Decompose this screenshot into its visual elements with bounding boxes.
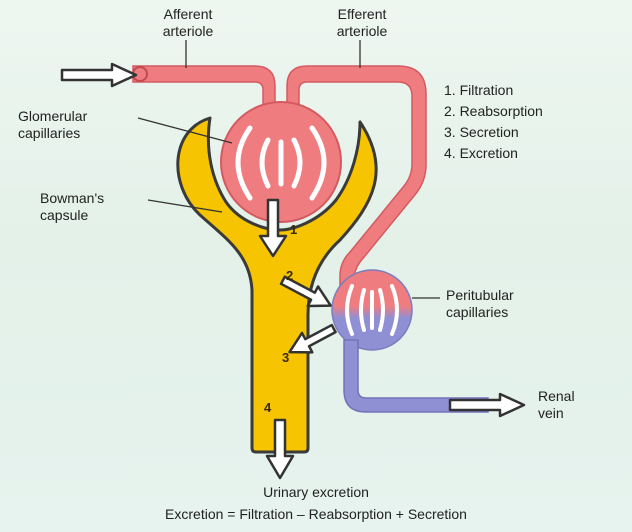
peritubular-label-line1: Peritubular (446, 287, 514, 304)
step-number-4: 4 (264, 400, 271, 415)
efferent-label-line1: Efferent (322, 6, 402, 23)
afferent-arteriole-label: Afferent arteriole (148, 6, 228, 40)
step-number-1: 1 (290, 222, 297, 237)
step-number-3: 3 (282, 350, 289, 365)
efferent-label-line2: arteriole (322, 23, 402, 40)
afferent-inflow-arrow (62, 64, 136, 86)
renal-vein-label: Renal vein (538, 388, 575, 422)
afferent-label-line2: arteriole (148, 23, 228, 40)
glomerular-label-line1: Glomerular (18, 108, 87, 125)
peritubular-label-line2: capillaries (446, 304, 514, 321)
process-item-excretion: 4. Excretion (444, 143, 543, 164)
renal-label-line1: Renal (538, 388, 575, 405)
step-number-2: 2 (286, 268, 293, 283)
peritubular-capillaries-label: Peritubular capillaries (446, 287, 514, 321)
process-item-filtration: 1. Filtration (444, 80, 543, 101)
bowman-label-line2: capsule (40, 207, 104, 224)
bowmans-capsule-label: Bowman's capsule (40, 190, 104, 224)
efferent-arteriole-label: Efferent arteriole (322, 6, 402, 40)
process-list: 1. Filtration 2. Reabsorption 3. Secreti… (444, 80, 543, 164)
excretion-equation: Excretion = Filtration – Reabsorption + … (0, 506, 632, 523)
process-item-secretion: 3. Secretion (444, 122, 543, 143)
renal-label-line2: vein (538, 405, 575, 422)
glomerular-label-line2: capillaries (18, 125, 87, 142)
glomerular-capillaries-label: Glomerular capillaries (18, 108, 87, 142)
process-item-reabsorption: 2. Reabsorption (444, 101, 543, 122)
urinary-excretion-label: Urinary excretion (0, 484, 632, 501)
bowman-label-line1: Bowman's (40, 190, 104, 207)
afferent-label-line1: Afferent (148, 6, 228, 23)
